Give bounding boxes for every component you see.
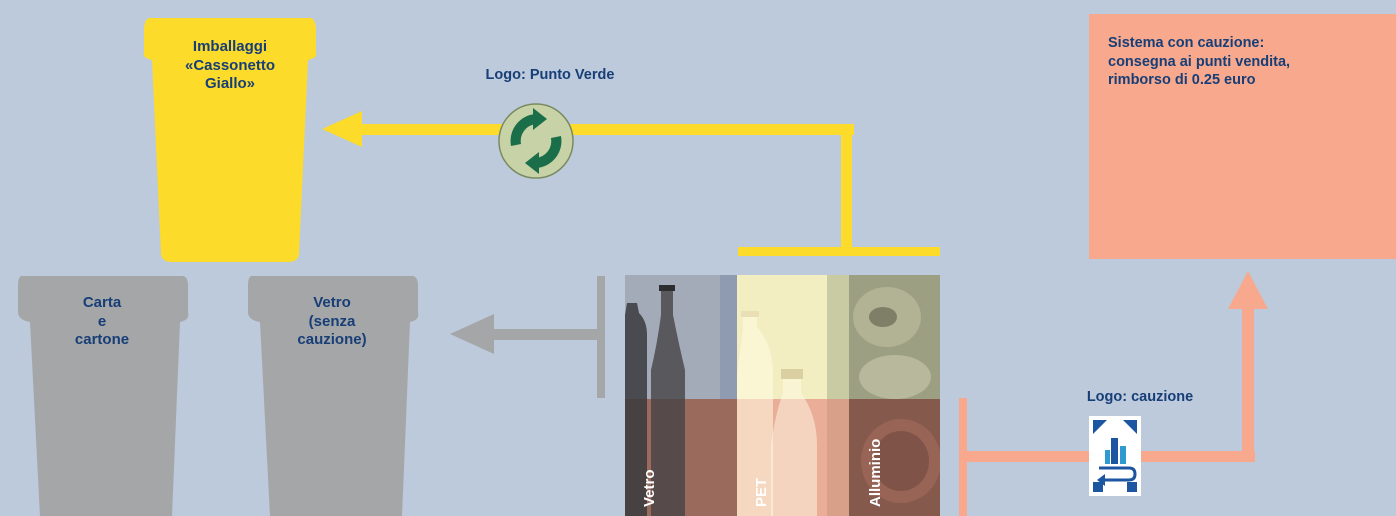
bottles-illustration: [625, 275, 940, 516]
deposit-box-line-1: Sistema con cauzione:: [1108, 34, 1290, 53]
cauzione-label: Logo: cauzione: [1040, 388, 1240, 406]
deposit-system-box: Sistema con cauzione: consegna ai punti …: [1089, 14, 1396, 259]
material-label-pet: PET: [753, 478, 770, 507]
material-label-aluminium: Alluminio: [867, 439, 884, 507]
deposit-box-line-2: consegna ai punti vendita,: [1108, 53, 1290, 72]
material-label-glass: Vetro: [641, 469, 658, 507]
deposit-box-line-3: rimborso di 0.25 euro: [1108, 71, 1290, 90]
grey-arrow: [450, 276, 605, 398]
materials-photo-grid: Vetro PET Alluminio: [625, 275, 940, 516]
green-dot-recycling-icon: [497, 102, 575, 180]
deposit-return-icon: [1089, 416, 1141, 496]
yellow-arrow: [322, 111, 940, 256]
punto-verde-label: Logo: Punto Verde: [430, 66, 670, 84]
